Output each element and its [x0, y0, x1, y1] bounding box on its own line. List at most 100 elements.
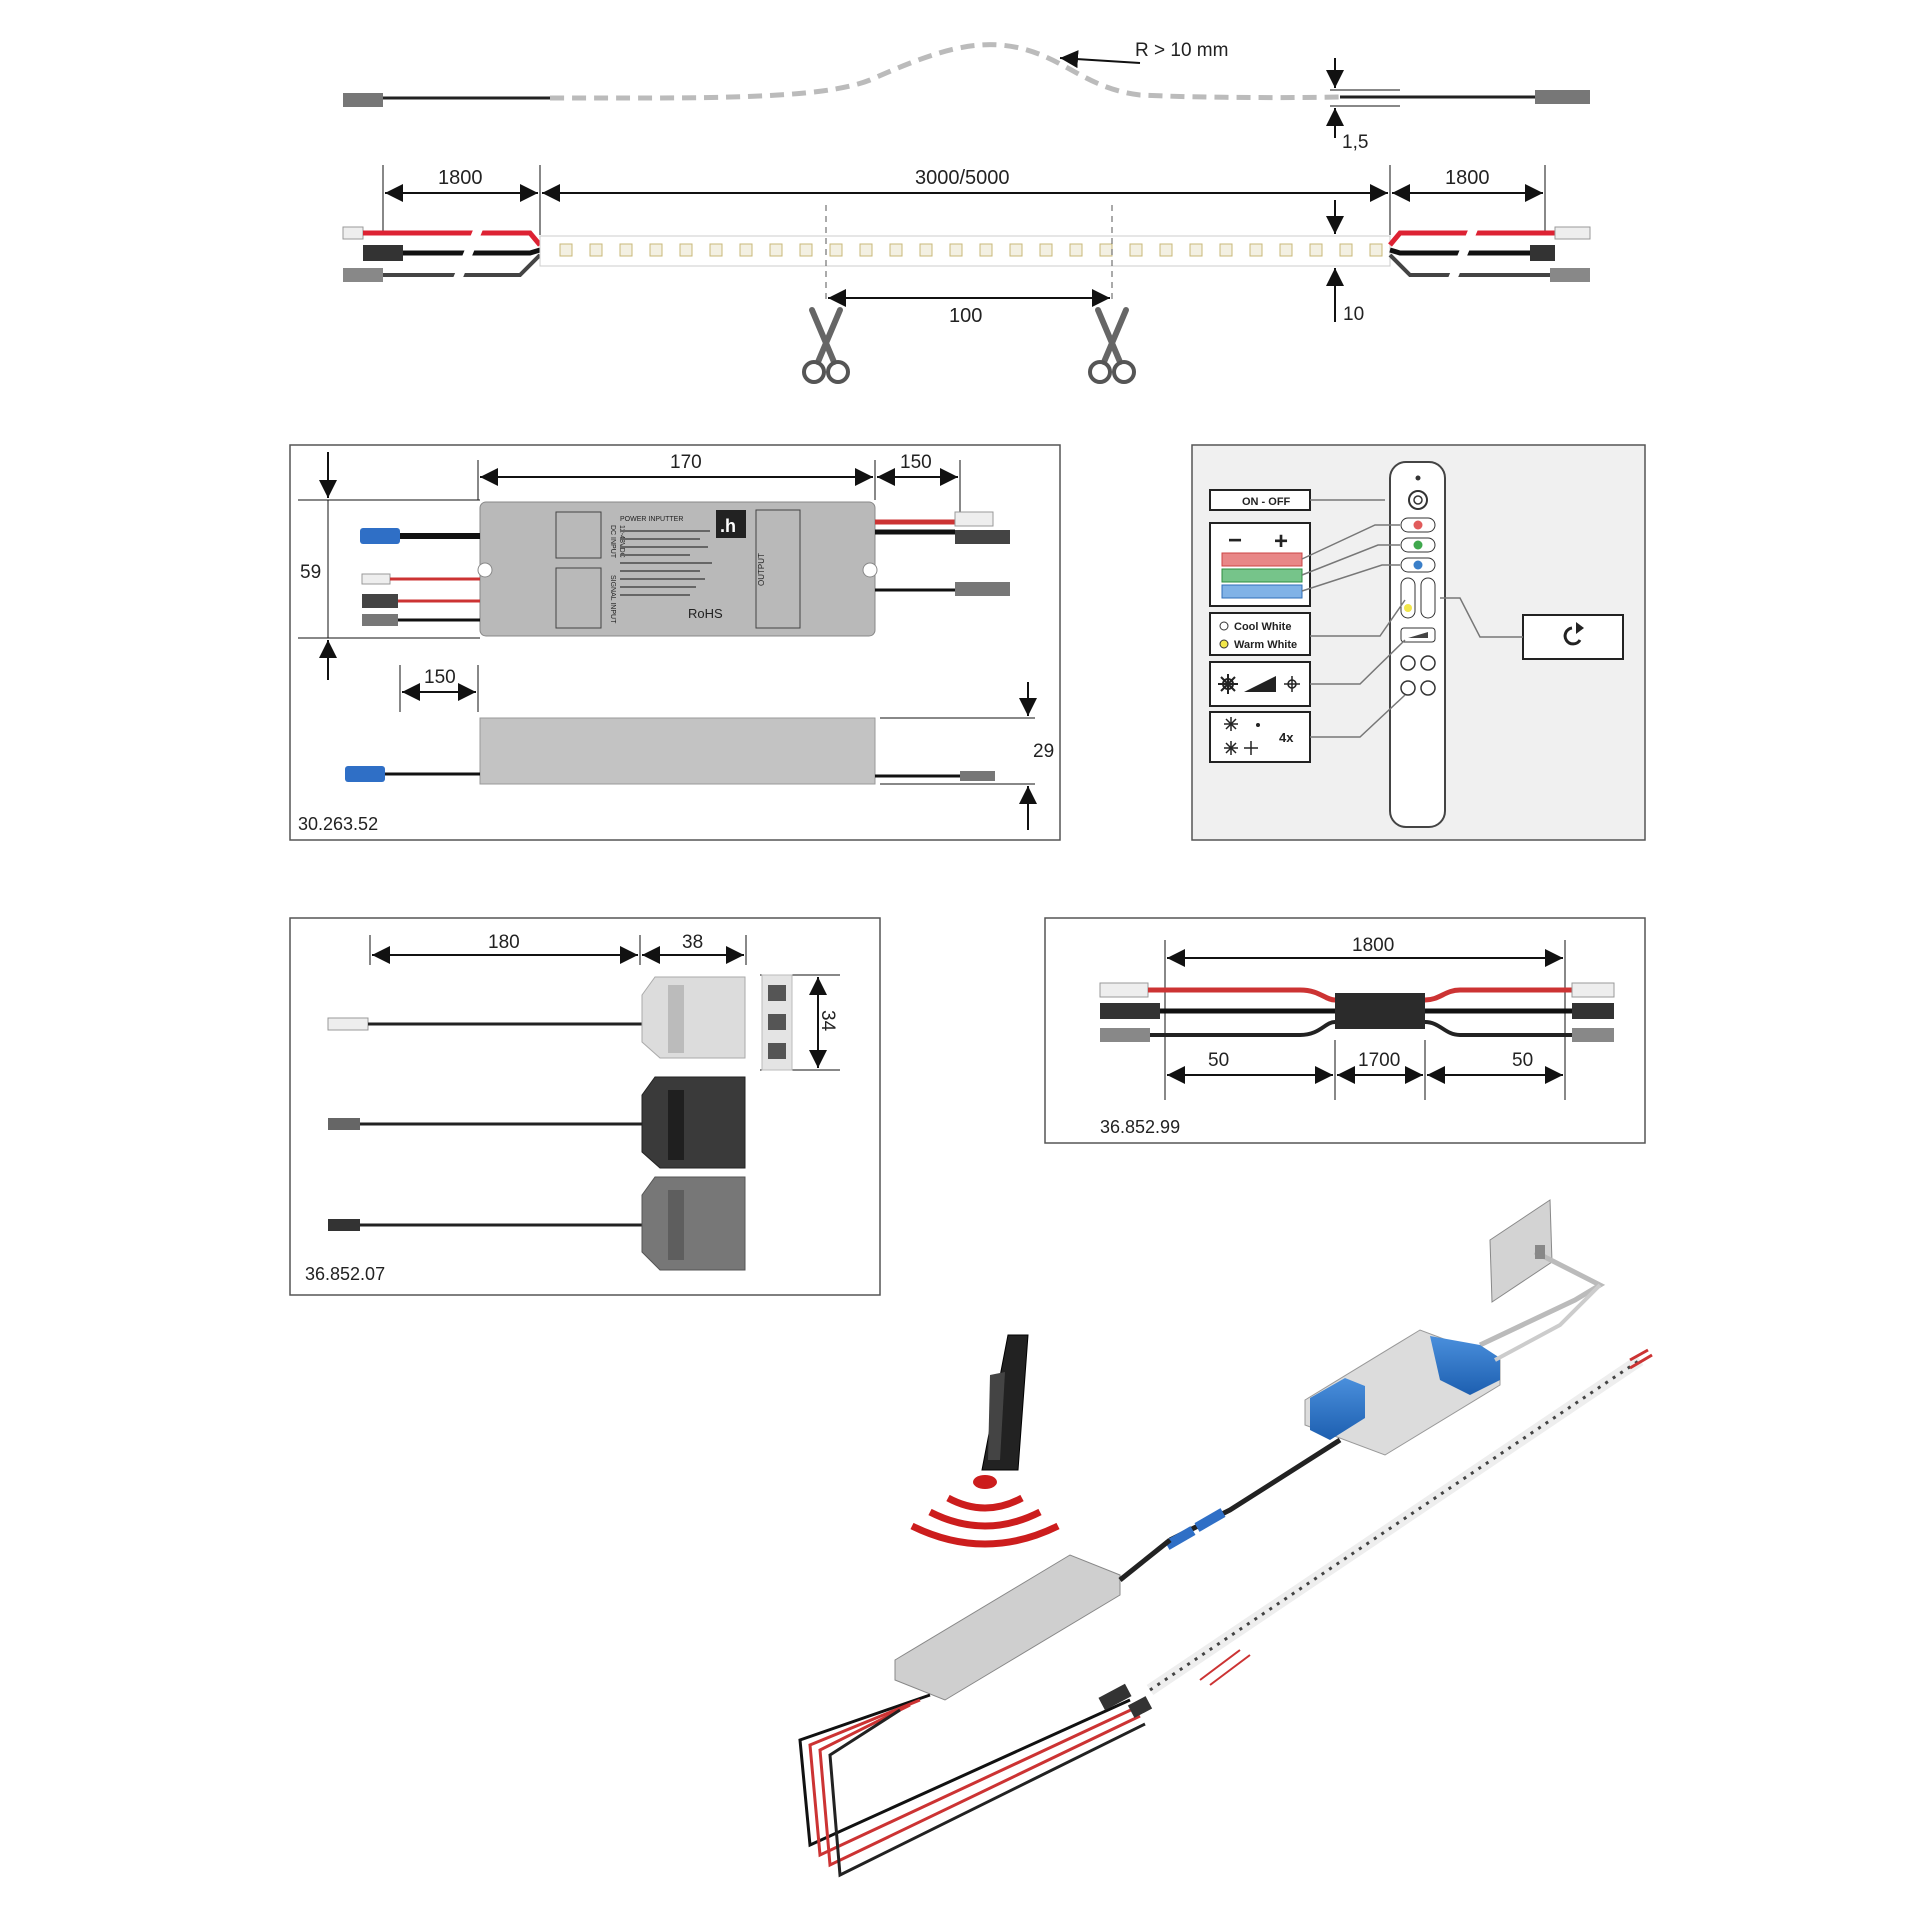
sun-icon — [1218, 674, 1238, 694]
led-chip — [1069, 243, 1083, 257]
remote-control — [1389, 461, 1446, 828]
distributor-cable-label: 180 — [488, 932, 520, 953]
scenes-count-label: 4x — [1279, 730, 1294, 745]
psu-title: POWER INPUTTER — [620, 516, 683, 523]
bend-radius-label: R > 10 mm — [1135, 40, 1228, 61]
led-chip — [559, 243, 573, 257]
minus-sign: − — [1228, 527, 1242, 554]
cool-white-label: Cool White — [1234, 621, 1291, 633]
left-connector — [343, 93, 383, 107]
thickness-label: 1,5 — [1342, 132, 1368, 153]
led-chip — [799, 243, 813, 257]
cut-interval-label: 100 — [949, 305, 982, 327]
psu-part-number: 30.263.52 — [298, 814, 378, 834]
led-chip — [709, 243, 723, 257]
yellow-dot-icon — [1404, 604, 1412, 612]
psu-side-box — [479, 717, 876, 785]
reset-button — [1420, 577, 1436, 619]
led-chip — [1339, 243, 1353, 257]
led-chip — [1249, 243, 1263, 257]
extension-panel: 1800 50 1700 50 36.852.99 — [1044, 917, 1646, 1144]
led-chip — [1159, 243, 1173, 257]
black-distributor — [641, 1076, 746, 1169]
width-label: 10 — [1343, 304, 1364, 325]
dim-ramp-icon — [1244, 676, 1276, 692]
led-chip — [649, 243, 663, 257]
extension-left-label: 50 — [1208, 1050, 1229, 1071]
led-chip — [889, 243, 903, 257]
installation-illustration — [798, 1199, 1653, 1878]
distributor-panel: 180 38 34 36.852.07 — [289, 917, 881, 1296]
plus-sign: + — [1274, 528, 1288, 555]
extension-part-number: 36.852.99 — [1100, 1117, 1180, 1137]
on-off-label: ON - OFF — [1242, 496, 1291, 508]
led-chip — [1039, 243, 1053, 257]
white-distributor — [641, 976, 746, 1059]
blue-color-icon — [1413, 560, 1423, 570]
scene-button — [1400, 655, 1416, 671]
psu-rohs: RoHS — [688, 606, 723, 621]
lead-right-label: 1800 — [1445, 167, 1490, 189]
scene-button — [1420, 655, 1436, 671]
controller-box — [894, 1554, 1121, 1701]
red-color-icon — [1413, 520, 1423, 530]
psu-depth-label: 29 — [1033, 741, 1054, 762]
led-chip — [919, 243, 933, 257]
power-button — [1408, 490, 1428, 510]
lead-left-label: 1800 — [438, 167, 483, 189]
psu-input-label: DC INPUT — [609, 525, 616, 559]
sun-icon — [1284, 676, 1300, 692]
led-chip — [859, 243, 873, 257]
led-chip — [739, 243, 753, 257]
signal-icon — [946, 1494, 1024, 1512]
psu-height-label: 59 — [300, 562, 321, 583]
psu-side-cable-label: 150 — [424, 667, 456, 688]
led-chip — [1369, 243, 1383, 257]
color-button-rows — [1400, 517, 1436, 573]
led-chip — [1129, 243, 1143, 257]
brand-logo — [716, 510, 746, 538]
green-bar — [1221, 568, 1303, 583]
led-chip — [829, 243, 843, 257]
led-chip — [1009, 243, 1023, 257]
led-chip — [769, 243, 783, 257]
led-chip — [979, 243, 993, 257]
extension-splice — [1335, 993, 1425, 1029]
isometric-strip — [1146, 1355, 1644, 1695]
scissors-icon — [802, 307, 850, 384]
psu-length-label: 170 — [670, 452, 702, 473]
led-chip — [949, 243, 963, 257]
red-bar — [1221, 552, 1303, 567]
power-supply-panel: 170 150 59 DC INPUT 12-48VDC SIGNAL INPU… — [289, 444, 1061, 841]
led-chip — [1279, 243, 1293, 257]
scene-button — [1420, 680, 1436, 696]
grey-distributor — [641, 1176, 746, 1271]
led-chip — [1219, 243, 1233, 257]
distributor-part-number: 36.852.07 — [305, 1264, 385, 1284]
led-chip — [1189, 243, 1203, 257]
scissors-icon — [1088, 307, 1136, 384]
length-label: 3000/5000 — [915, 167, 1010, 189]
scene-sun-icon — [1224, 717, 1258, 755]
extension-middle-label: 1700 — [1358, 1050, 1400, 1071]
scene-button — [1400, 680, 1416, 696]
distributor-height-label: 34 — [817, 1010, 838, 1032]
led-chip — [589, 243, 603, 257]
reset-icon — [1563, 626, 1582, 646]
warm-white-label: Warm White — [1234, 639, 1297, 651]
strip-side-view: R > 10 mm 1,5 — [343, 40, 1590, 153]
psu-input-range: 12-48VDC — [618, 525, 625, 558]
distributor-width-label: 38 — [682, 932, 703, 953]
blue-bar — [1221, 584, 1303, 599]
led-chip — [1309, 243, 1323, 257]
psu-brand-mark: .h — [720, 516, 736, 536]
led-chip — [679, 243, 693, 257]
extension-length-label: 1800 — [1352, 935, 1394, 956]
psu-output-label: OUTPUT — [757, 553, 766, 586]
psu-signal-label: SIGNAL INPUT — [609, 575, 616, 624]
extension-right-label: 50 — [1512, 1050, 1533, 1071]
right-connector — [1535, 90, 1590, 104]
psu-cable-label: 150 — [900, 452, 932, 473]
green-color-icon — [1413, 540, 1423, 550]
